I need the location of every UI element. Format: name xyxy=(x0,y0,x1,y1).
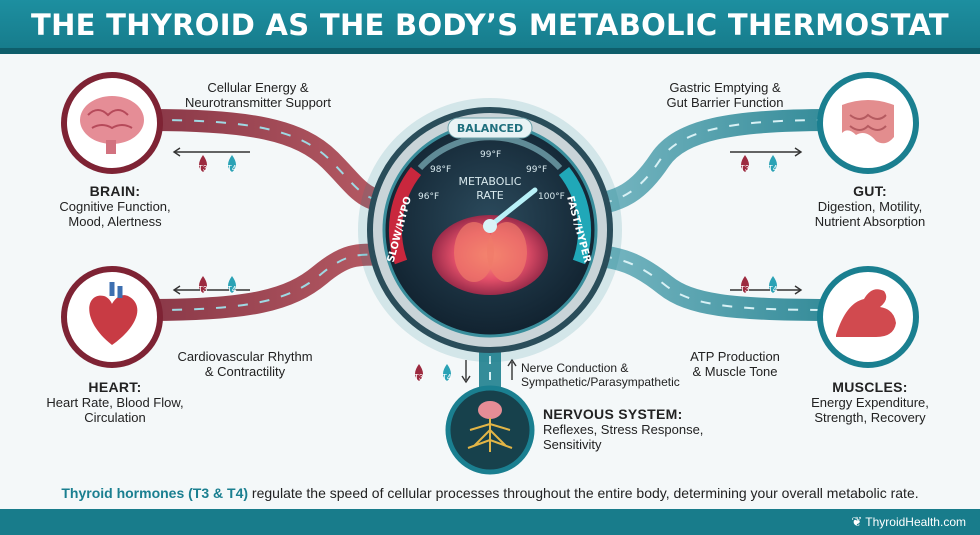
flow-arrows xyxy=(172,147,803,384)
footer-highlight: Thyroid hormones (T3 & T4) xyxy=(61,485,249,501)
gauge-tick-98-left: 98°F xyxy=(430,165,452,175)
footer-rest: regulate the speed of cellular processes… xyxy=(248,485,919,501)
t3-label-heart: T3 xyxy=(198,285,208,294)
heart-pathway-label: Cardiovascular Rhythm & Contractility xyxy=(177,349,313,379)
gauge-tick-98: 99°F xyxy=(480,150,502,160)
diagram-canvas xyxy=(61,72,919,475)
footer-caption: Thyroid hormones (T3 & T4) regulate the … xyxy=(0,485,980,501)
gauge-center-label-2: RATE xyxy=(476,189,504,202)
heart-title: HEART: xyxy=(88,379,142,395)
title-underline-band xyxy=(0,48,980,54)
t3-label-nervous: T3 xyxy=(414,373,424,382)
intestine-icon xyxy=(817,72,919,174)
footer-bar xyxy=(0,509,980,535)
t3-label-muscles: T3 xyxy=(740,285,750,294)
title-bar xyxy=(0,0,980,54)
heart-description: HEART: Heart Rate, Blood Flow, Circulati… xyxy=(30,379,200,426)
brand-name: ThyroidHealth.com xyxy=(865,515,966,529)
muscles-title: MUSCLES: xyxy=(832,379,908,395)
muscle-arm-icon xyxy=(817,266,919,368)
hormone-drops-heart xyxy=(199,276,236,293)
pipe-muscles xyxy=(569,244,841,321)
gut-title: GUT: xyxy=(853,183,887,199)
pipe-gut xyxy=(569,109,841,216)
muscles-pathway-label: ATP Production & Muscle Tone xyxy=(690,349,780,379)
nervous-title: NERVOUS SYSTEM: xyxy=(543,406,683,422)
nervous-pathway-label: Nerve Conduction & Sympathetic/Parasympa… xyxy=(521,361,680,389)
heart-icon xyxy=(61,266,163,368)
pipe-heart xyxy=(139,243,411,321)
hormone-drops-nervous xyxy=(415,364,451,381)
hormone-drops-gut xyxy=(741,155,777,172)
gauge-center-label-1: METABOLIC xyxy=(458,175,522,188)
brand-link[interactable]: ❦ThyroidHealth.com xyxy=(851,514,966,530)
gauge-tick-100: 100°F xyxy=(538,192,565,202)
brain-description: BRAIN: Cognitive Function, Mood, Alertne… xyxy=(40,183,190,230)
brain-pathway-label: Cellular Energy & Neurotransmitter Suppo… xyxy=(185,80,331,110)
gauge-tick-99-right: 99°F xyxy=(526,165,548,175)
hormone-drops-muscles xyxy=(741,276,777,293)
t4-label-heart: T4 xyxy=(227,285,237,294)
gauge-top-label: BALANCED xyxy=(456,122,524,135)
t4-label-nervous: T4 xyxy=(442,373,452,382)
brain-title: BRAIN: xyxy=(89,183,141,199)
pipe-brain xyxy=(139,109,411,216)
brain-icon xyxy=(61,72,163,174)
nervous-description: NERVOUS SYSTEM: Reflexes, Stress Respons… xyxy=(543,406,743,453)
neuron-icon xyxy=(445,385,535,475)
gut-pathway-label: Gastric Emptying & Gut Barrier Function xyxy=(666,80,784,110)
muscles-description: MUSCLES: Energy Expenditure, Strength, R… xyxy=(795,379,945,426)
pipe-nervous xyxy=(479,340,501,395)
gut-description: GUT: Digestion, Motility, Nutrient Absor… xyxy=(795,183,945,230)
t4-label-gut: T4 xyxy=(768,164,778,173)
t3-label-brain: T3 xyxy=(198,164,208,173)
t3-label-gut: T3 xyxy=(740,164,750,173)
gauge-tick-96: 96°F xyxy=(418,192,440,202)
hormone-drops-brain xyxy=(199,155,236,172)
metabolic-gauge xyxy=(358,98,622,362)
t4-label-brain: T4 xyxy=(227,164,237,173)
leaf-person-icon: ❦ xyxy=(851,514,863,529)
t4-label-muscles: T4 xyxy=(768,285,778,294)
page-title: THE THYROID AS THE BODY’S METABOLIC THER… xyxy=(31,8,949,42)
